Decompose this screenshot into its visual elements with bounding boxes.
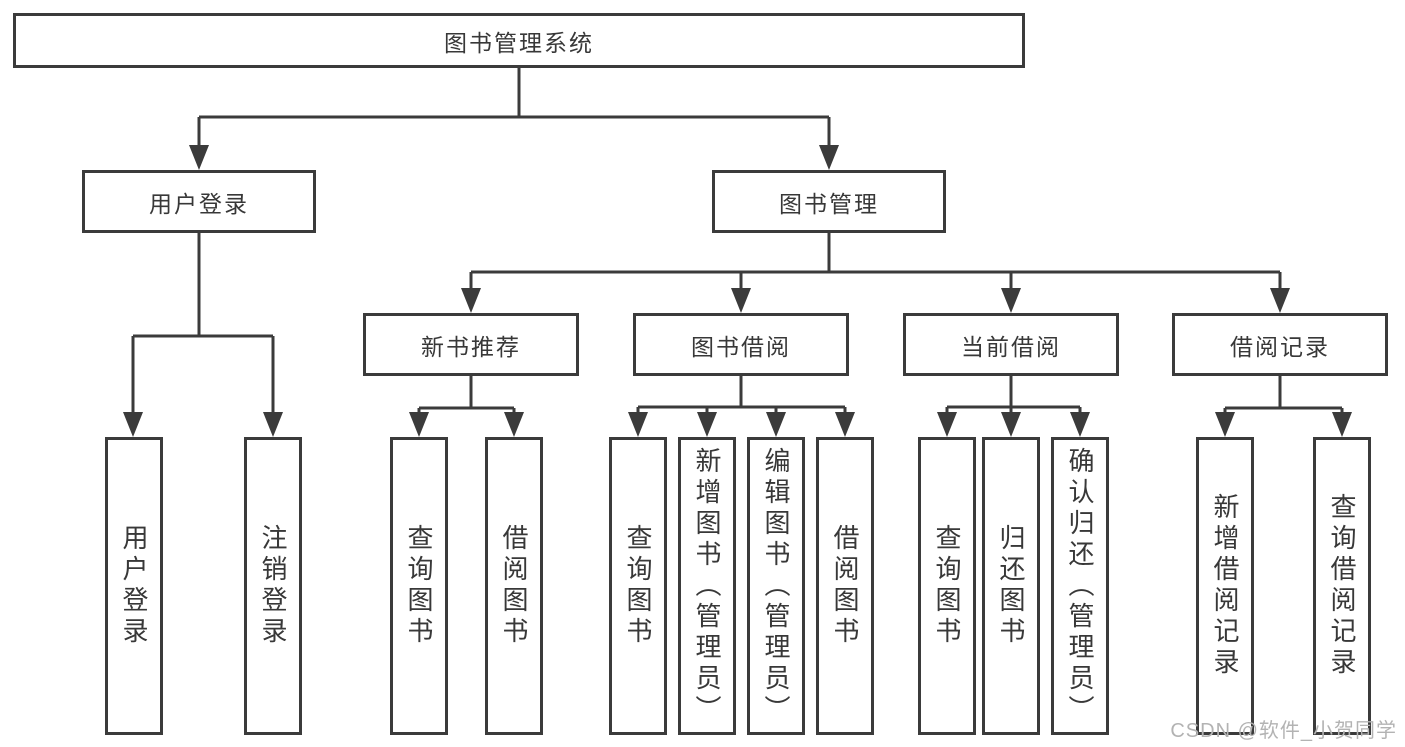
connectors-new-book-rec <box>409 376 524 437</box>
watermark: CSDN @软件_小贺同学 <box>1170 720 1397 742</box>
leaf-edit-books-admin: 编辑图书（管理员） <box>747 437 805 735</box>
node-user-login: 用户登录 <box>82 170 316 233</box>
leaf-logout: 注销登录 <box>244 437 302 735</box>
node-label: 用户登录 <box>149 190 249 217</box>
node-label: 归还图书 <box>996 524 1026 648</box>
connectors-user-login <box>123 233 283 437</box>
node-label: 新增借阅记录 <box>1210 493 1240 679</box>
leaf-add-books-admin: 新增图书（管理员） <box>678 437 736 735</box>
leaf-query-books-rec: 查询图书 <box>390 437 448 735</box>
node-label: 借阅图书 <box>830 524 860 648</box>
connectors-borrow-records <box>1215 376 1352 437</box>
leaf-user-login: 用户登录 <box>105 437 163 735</box>
connectors-book-borrow <box>628 376 855 437</box>
connectors-book-mgmt <box>461 232 1290 313</box>
node-label: 新书推荐 <box>421 333 521 360</box>
node-label: 注销登录 <box>258 524 288 648</box>
node-label: 借阅记录 <box>1230 333 1330 360</box>
connectors-root <box>189 68 839 170</box>
node-book-mgmt: 图书管理 <box>712 170 946 233</box>
node-book-borrow: 图书借阅 <box>633 313 849 376</box>
node-label: 图书管理系统 <box>444 29 594 56</box>
node-label: 查询图书 <box>932 524 962 648</box>
leaf-query-books-current: 查询图书 <box>918 437 976 735</box>
leaf-borrow-books: 借阅图书 <box>816 437 874 735</box>
node-label: 当前借阅 <box>961 333 1061 360</box>
node-label: 确认归还（管理员） <box>1065 446 1095 726</box>
node-new-book-rec: 新书推荐 <box>363 313 579 376</box>
leaf-confirm-return-admin: 确认归还（管理员） <box>1051 437 1109 735</box>
node-label: 查询借阅记录 <box>1327 493 1357 679</box>
leaf-query-borrow-record: 查询借阅记录 <box>1313 437 1371 735</box>
node-label: 用户登录 <box>119 524 149 648</box>
node-root: 图书管理系统 <box>13 13 1025 68</box>
connectors-current-borrow <box>937 376 1090 437</box>
node-label: 新增图书（管理员） <box>692 446 722 726</box>
node-label: 借阅图书 <box>499 524 529 648</box>
leaf-add-borrow-record: 新增借阅记录 <box>1196 437 1254 735</box>
leaf-query-books-borrow: 查询图书 <box>609 437 667 735</box>
node-label: 查询图书 <box>404 524 434 648</box>
node-current-borrow: 当前借阅 <box>903 313 1119 376</box>
node-borrow-records: 借阅记录 <box>1172 313 1388 376</box>
leaf-borrow-books-rec: 借阅图书 <box>485 437 543 735</box>
node-label: 编辑图书（管理员） <box>761 446 791 726</box>
node-label: 图书借阅 <box>691 333 791 360</box>
node-label: 查询图书 <box>623 524 653 648</box>
leaf-return-books: 归还图书 <box>982 437 1040 735</box>
node-label: 图书管理 <box>779 190 879 217</box>
